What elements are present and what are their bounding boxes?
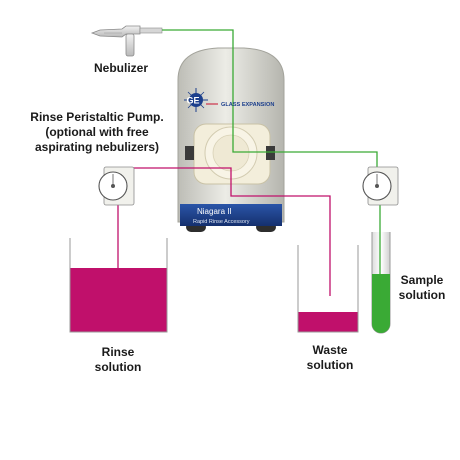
valve-left-port — [185, 146, 194, 160]
sample-solution-label-line1: Sample — [400, 273, 444, 287]
nebulizer-label: Nebulizer — [94, 61, 149, 75]
glass-expansion-logo — [184, 88, 218, 112]
waste-solution-label-line2: solution — [306, 358, 354, 372]
device-brand-logo: GE — [186, 96, 199, 106]
waste-solution-label: Waste solution — [300, 343, 360, 373]
sample-tubing — [162, 29, 381, 300]
niagara-device — [177, 47, 285, 232]
sample-solution-fill — [372, 274, 390, 333]
sample-tube — [371, 232, 391, 334]
rinse-pump-label: Rinse Peristaltic Pump. (optional with f… — [22, 110, 172, 155]
device-brand-name: GLASS EXPANSION — [221, 102, 274, 108]
rinse-peristaltic-pump-icon — [98, 166, 135, 206]
rinse-solution-label: Rinse solution — [88, 345, 148, 375]
waste-solution-label-line1: Waste — [312, 343, 348, 357]
waste-beaker — [297, 245, 359, 333]
rinse-pump-label-line3: aspirating nebulizers) — [34, 140, 160, 154]
nebulizer-icon — [90, 25, 163, 57]
device-subtitle: Rapid Rinse Accessory — [193, 219, 250, 225]
sample-solution-label: Sample solution — [392, 273, 452, 303]
waste-solution-fill — [298, 312, 358, 332]
rinse-pump-label-line2: (optional with free — [45, 125, 149, 139]
device-label-panel — [180, 204, 282, 226]
sample-to-nebulizer-tube — [162, 29, 378, 170]
rinse-pump-label-line1: Rinse Peristaltic Pump. — [30, 110, 164, 124]
device-model: Niagara II — [197, 207, 232, 216]
rinse-solution-label-line2: solution — [94, 360, 142, 374]
switching-valve — [185, 123, 275, 185]
sample-solution-label-line2: solution — [398, 288, 446, 302]
valve-right-port — [266, 146, 275, 160]
sample-peristaltic-pump-icon — [362, 166, 399, 206]
rinse-solution-label-line1: Rinse — [101, 345, 135, 359]
